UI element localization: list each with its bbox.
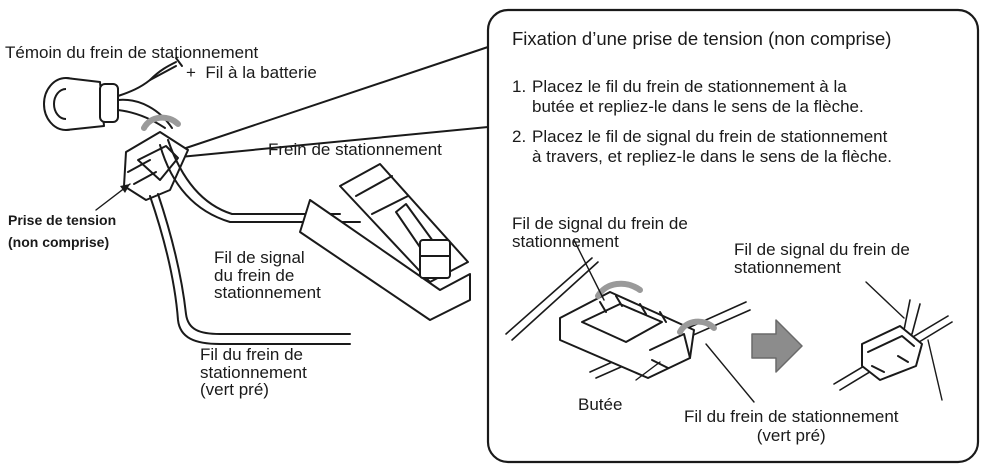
- signal-wire: [159, 144, 361, 223]
- step-2-number: 2.: [512, 127, 527, 146]
- battery-wire-label: + Fil à la batterie: [186, 63, 317, 82]
- panel-signal-wire-label-a: Fil de signal du frein de stationnement: [512, 214, 688, 251]
- callout-line-lower: [179, 126, 489, 158]
- signal-wire-label: Fil de signal du frein de stationnement: [214, 248, 321, 302]
- leader-brake-wire: [705, 343, 755, 403]
- parking-lamp-label: Témoin du frein de stationnement: [5, 43, 259, 62]
- transition-arrow-icon: [751, 319, 803, 373]
- leader-brake-wire-b: [927, 339, 943, 401]
- battery-wire: [149, 57, 183, 81]
- parking-brake-label: Frein de stationnement: [268, 140, 442, 159]
- panel-brake-wire-label: Fil du frein de stationnement (vert pré): [684, 407, 899, 445]
- callout-line-upper: [179, 46, 489, 151]
- step-1-number: 1.: [512, 77, 527, 96]
- instruction-panel-frame: [486, 8, 980, 464]
- left-connector-icon: [123, 114, 189, 201]
- panel-title: Fixation d’une prise de tension (non com…: [512, 28, 892, 49]
- leader-stopper: [635, 361, 661, 381]
- leader-signal-b: [865, 281, 905, 319]
- connector-label-line1: Prise de tension: [8, 212, 117, 228]
- parking-lamp-icon: [43, 65, 177, 131]
- step-1-text: Placez le fil du frein de stationnement …: [532, 77, 864, 116]
- parking-brake-icon: [299, 163, 471, 321]
- connector-open-icon: [505, 257, 751, 379]
- brake-wire-label: Fil du frein de stationnement (vert pré): [200, 345, 307, 399]
- panel-stopper-label: Butée: [578, 395, 623, 414]
- connector-closed-icon: [833, 299, 953, 391]
- brake-wire: [149, 195, 351, 345]
- step-2-text: Placez le fil de signal du frein de stat…: [532, 127, 893, 166]
- connector-label-line2: (non comprise): [8, 234, 110, 250]
- panel-signal-wire-label-b: Fil de signal du frein de stationnement: [734, 240, 910, 277]
- leader-signal-a: [573, 239, 605, 301]
